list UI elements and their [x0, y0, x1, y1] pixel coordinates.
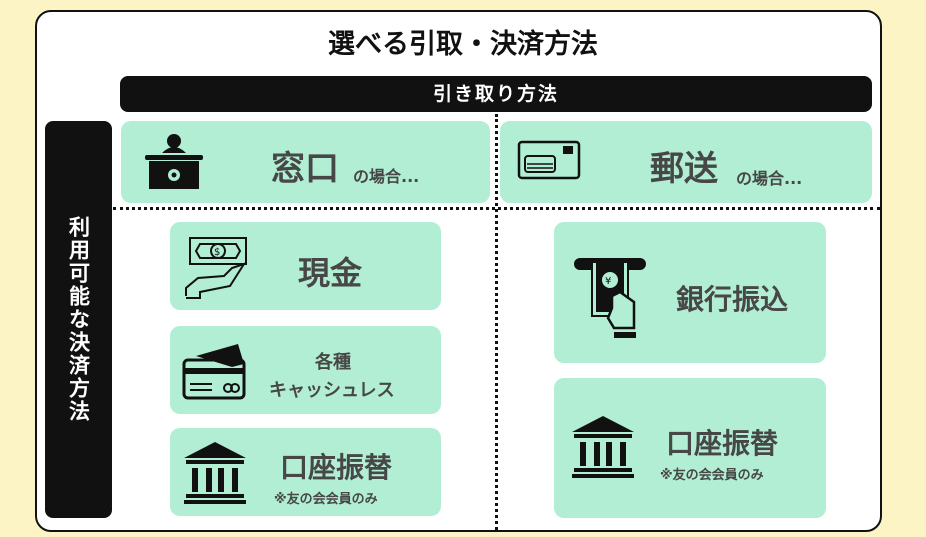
mail-transfer-label: 口座振替: [666, 427, 779, 460]
cash-label: 現金: [298, 254, 363, 292]
mail-sub: の場合...: [736, 169, 803, 188]
mail-card: 郵送 の場合...: [500, 121, 872, 203]
bank-icon: [184, 442, 246, 504]
bank-transfer-label: 銀行振込: [676, 283, 789, 316]
bank-icon: [572, 416, 634, 478]
bank-transfer-card: ¥ 銀行振込: [554, 222, 826, 363]
cashless-card: 各種 キャッシュレス: [170, 326, 441, 414]
window-card: 窓口 の場合...: [121, 121, 490, 203]
payment-side-header: 利用可能な決済方法: [45, 121, 112, 518]
payment-side-label: 利用可能な決済方法: [66, 216, 91, 423]
page-title: 選べる引取・決済方法: [328, 29, 598, 60]
window-transfer-card: 口座振替 ※友の会会員のみ: [170, 428, 441, 516]
pickup-header: 引き取り方法: [120, 76, 872, 112]
cashless-line2: キャッシュレス: [269, 380, 395, 401]
window-label: 窓口: [271, 149, 339, 189]
cash-hand-icon: $: [185, 237, 247, 299]
mail-label: 郵送: [650, 149, 718, 189]
envelope-card-icon: [517, 140, 581, 180]
mail-transfer-note: ※友の会会員のみ: [660, 468, 764, 483]
divider-vertical: [495, 114, 498, 530]
cashless-line1: 各種: [315, 352, 351, 373]
cash-card: $ 現金: [170, 222, 441, 310]
window-transfer-label: 口座振替: [280, 451, 393, 484]
mail-transfer-card: 口座振替 ※友の会会員のみ: [554, 378, 826, 518]
atm-cash-icon: ¥: [574, 258, 646, 338]
window-sub: の場合...: [353, 167, 420, 186]
window-transfer-note: ※友の会会員のみ: [274, 492, 378, 507]
svg-text:$: $: [214, 247, 220, 258]
credit-card-icon: [182, 344, 246, 400]
svg-text:¥: ¥: [605, 276, 611, 287]
counter-icon: [145, 134, 203, 189]
